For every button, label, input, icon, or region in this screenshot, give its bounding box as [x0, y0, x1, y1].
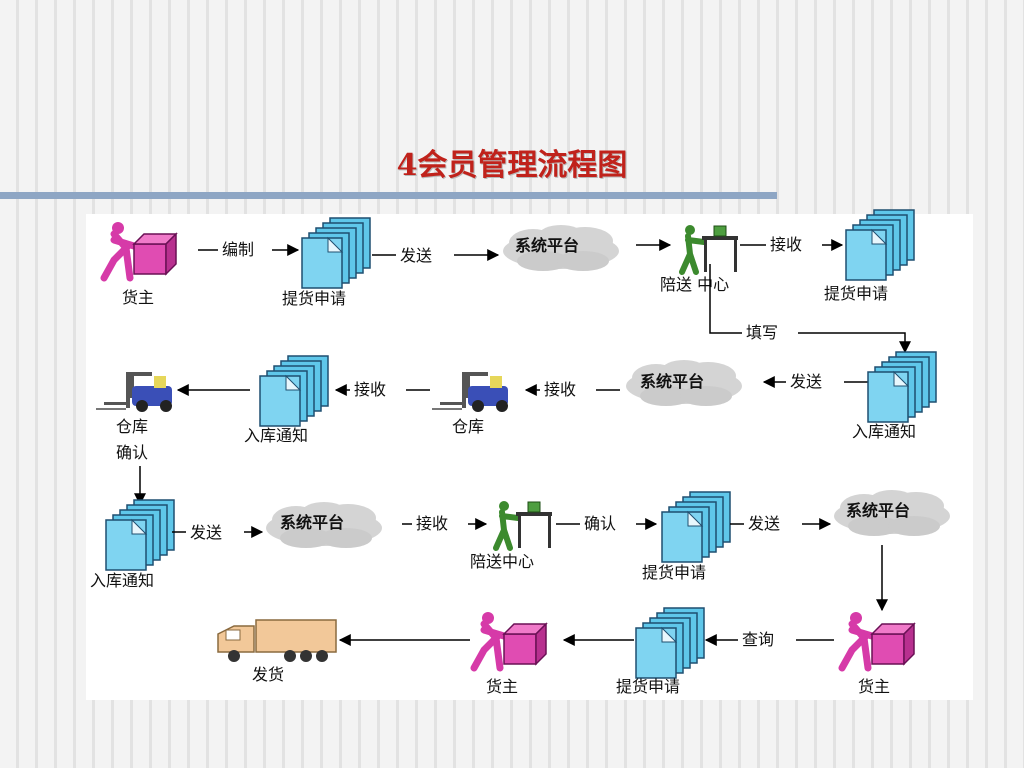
arrow-label-receive-2: 接收: [354, 380, 386, 399]
arrow-label-send-2: 发送: [790, 372, 822, 391]
delivery-center-label: 陪送 中心: [660, 275, 729, 294]
inbound-notice-doc-icon-3: [105, 499, 175, 571]
pickup-request-label-2: 提货申请: [824, 284, 888, 303]
pickup-request-label-3: 提货申请: [642, 563, 706, 582]
arrow-label-fill-in: 填写: [746, 323, 778, 342]
cargo-owner-icon-3: [842, 612, 914, 668]
arrow-fill-in: [709, 264, 911, 354]
arrow-label-send-3: 发送: [190, 523, 222, 542]
warehouse-forklift-icon-2: [432, 372, 508, 412]
delivery-center-label-2: 陪送中心: [470, 552, 534, 571]
system-platform-label: 系统平台: [515, 236, 579, 255]
pickup-request-doc-icon-2: [845, 209, 915, 281]
arrow-label-send: 发送: [400, 246, 432, 265]
warehouse-forklift-icon: [96, 372, 172, 412]
arrow-label-receive-3: 接收: [544, 380, 576, 399]
warehouse-label: 仓库: [452, 417, 484, 436]
arrow-label-compile: 编制: [222, 240, 254, 259]
inbound-notice-label-2: 入库通知: [852, 422, 916, 441]
inbound-notice-label-3: 入库通知: [90, 571, 154, 590]
pickup-request-doc-icon-4: [635, 607, 705, 679]
pickup-request-doc-icon: [301, 217, 371, 289]
flowchart-panel: [86, 214, 973, 700]
arrow-label-send-4: 发送: [748, 514, 780, 533]
cargo-owner-label-2: 货主: [486, 677, 518, 696]
system-platform-label-2: 系统平台: [640, 372, 704, 391]
warehouse-confirm-label-1: 仓库: [116, 417, 148, 436]
inbound-notice-doc-icon: [259, 355, 329, 427]
cargo-owner-label: 货主: [122, 288, 154, 307]
arrow-label-receive: 接收: [770, 235, 802, 254]
inbound-notice-doc-icon-2: [867, 351, 937, 423]
ship-label: 发货: [252, 665, 284, 684]
arrow-label-query: 查询: [742, 630, 774, 649]
delivery-worker-icon-2: [496, 501, 552, 548]
pickup-request-doc-icon-3: [661, 491, 731, 563]
warehouse-confirm-label-2: 确认: [116, 443, 148, 462]
cargo-owner-icon-2: [474, 612, 546, 668]
system-platform-label-3: 系统平台: [280, 513, 344, 532]
truck-icon: [217, 619, 337, 663]
page-title: 4会员管理流程图: [396, 148, 628, 183]
inbound-notice-label: 入库通知: [244, 426, 308, 445]
pickup-request-label-4: 提货申请: [616, 677, 680, 696]
cargo-owner-label-3: 货主: [858, 677, 890, 696]
arrow-label-receive-4: 接收: [416, 514, 448, 533]
cargo-owner-icon: [104, 222, 176, 278]
arrow-label-confirm: 确认: [584, 514, 616, 533]
system-platform-label-4: 系统平台: [846, 501, 910, 520]
title-divider: [0, 192, 777, 199]
pickup-request-label: 提货申请: [282, 289, 346, 308]
